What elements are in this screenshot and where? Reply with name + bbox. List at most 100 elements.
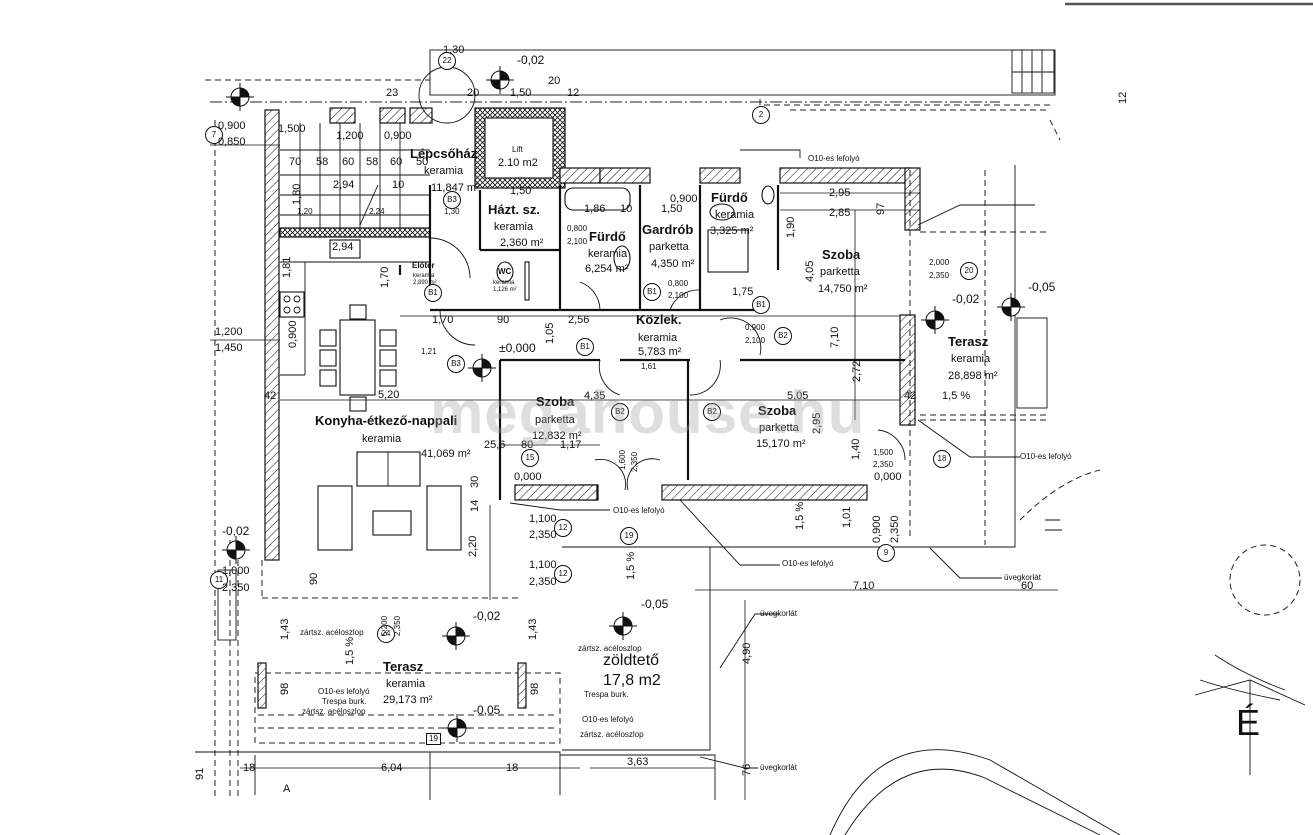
room-area-kozlek: 5,783 m² [638,346,682,358]
dimension-label: 2,350 [393,615,402,636]
annotation-drain: O10-es lefolyó [318,687,370,696]
annotation-drain: O10-es lefolyó [1020,452,1072,461]
room-name-lepcsohaz: Lépcsőház [410,146,478,161]
room-area-furdo1: 6,254 m² [585,263,629,275]
tag-marker: 20 [960,262,978,280]
dimension-label: 90 [497,314,510,326]
tag-marker: 12 [554,519,572,537]
level-label: -0,02 [222,524,250,538]
dimension-label: 42 [264,390,277,402]
room-name-lift: Lift [512,145,523,154]
tag-marker: B1 [424,284,442,302]
room-area-haztsz: 2,360 m² [500,237,544,249]
annotation-drain: O10-es lefolyó [582,715,634,724]
tag-marker: 2 [752,106,770,124]
dimension-label: 1,86 [584,203,606,215]
sofa [356,451,421,487]
dimension-label: 97 [875,202,887,215]
annotation-drain: O10-es lefolyó [782,559,834,568]
level-markers [222,66,1025,742]
dimension-label: 2,56 [568,314,590,326]
dimension-label: 60 [342,156,355,168]
dimension-label: 2,350 [929,271,950,280]
dimension-label: 60 [1021,580,1034,592]
dimension-label: 42 [904,390,917,402]
dimension-lines [210,144,1058,800]
dimension-label: 1,80 [291,183,303,205]
dimension-label: 20 [548,75,561,87]
room-name-szoba2: Szoba [536,394,575,409]
dimension-label: 2,350 [529,576,557,588]
room-area-szoba1: 14,750 m² [818,283,868,295]
room-area-furdo2: 3,325 m² [710,225,754,237]
level-label: ±0,000 [499,341,536,355]
dimension-label: 14 [469,499,481,512]
dimension-label: 0,800 [668,279,689,288]
room-material-terasz2: keramia [386,678,426,690]
slope-label: 1,5 % [942,390,971,402]
dimension-label: 1,43 [527,618,539,640]
dimension-label: 1,450 [215,342,243,354]
dimension-label: 2,85 [829,207,851,219]
dimension-label: 2,350 [630,451,639,472]
dimension-label: 4,35 [584,390,606,402]
dimension-label: 1,90 [785,216,797,238]
dimension-label: 30 [469,475,481,488]
dimension-label: 1,200 [215,326,243,338]
terrace-outlines [195,165,1050,800]
dimension-label: 58 [366,156,379,168]
room-material-furdo2: keramia [715,209,755,221]
dimension-label: 1,100 [529,559,557,571]
dimension-label: 98 [279,682,291,695]
room-name-terasz2: Terasz [383,659,424,674]
tag-marker: B1 [576,338,594,356]
annotation-glass-railing: üvegkorlát [760,609,797,618]
room-name-kozlek: Közlek. [636,312,682,327]
room-material-eloter: keramia [413,273,435,279]
dimension-label: 5,20 [378,389,400,401]
dimension-label: 2,24 [369,207,385,216]
exterior-walls [264,107,921,561]
dimension-label: 1,01 [841,506,853,528]
room-material-kozlek: keramia [638,332,678,344]
dimension-label: 2,000 [929,258,950,267]
section-label: A [283,783,291,795]
room-area-zoldteto: 17,8 m2 [603,672,661,689]
dimension-label: 10 [620,203,633,215]
dimension-label: 1,500 [278,123,306,135]
annotation-drain: O10-es lefolyó [613,506,665,515]
room-material-haztsz: keramia [494,221,534,233]
room-area-lift: 2.10 m2 [498,157,538,169]
tag-marker: B1 [643,283,661,301]
dimension-label: 1,30 [443,44,465,56]
dimension-label: 1,75 [732,286,754,298]
level-label: 0,000 [514,471,542,483]
room-name-terasz1: Terasz [948,334,989,349]
room-area-terasz1: 28,898 m² [948,370,998,382]
level-label: -0,02 [517,53,545,67]
dimension-label: 1,43 [279,618,291,640]
dimension-label: 98 [529,682,541,695]
dimension-label: 1,70 [432,314,454,326]
dimension-label: 2,100 [567,237,588,246]
room-area-lepcsohaz: 11,847 m² [431,182,480,194]
dimension-label: 5,200 [380,615,389,636]
level-label: -0,05 [473,703,501,717]
dimension-label: 2,350 [889,515,901,543]
room-name-konyha: Konyha-étkező-nappali [315,413,458,428]
dimension-label: 1,50 [510,185,532,197]
dimension-label: 58 [316,156,329,168]
room-name-szoba3: Szoba [758,403,797,418]
tag-marker: B1 [752,296,770,314]
tag-marker: 19 [620,527,638,545]
room-name-furdo2: Fürdő [711,190,748,205]
dimension-label: 20 [467,87,480,99]
dimension-label: 0,900 [287,320,299,348]
room-name-gardrob: Gardrób [642,222,694,237]
tag-marker: 7 [205,126,223,144]
dimension-label: 12 [567,87,580,99]
tag-marker: 15 [521,449,539,467]
level-label: -0,02 [473,609,501,623]
armchair-right [426,485,462,551]
tag-marker: 9 [877,544,895,562]
